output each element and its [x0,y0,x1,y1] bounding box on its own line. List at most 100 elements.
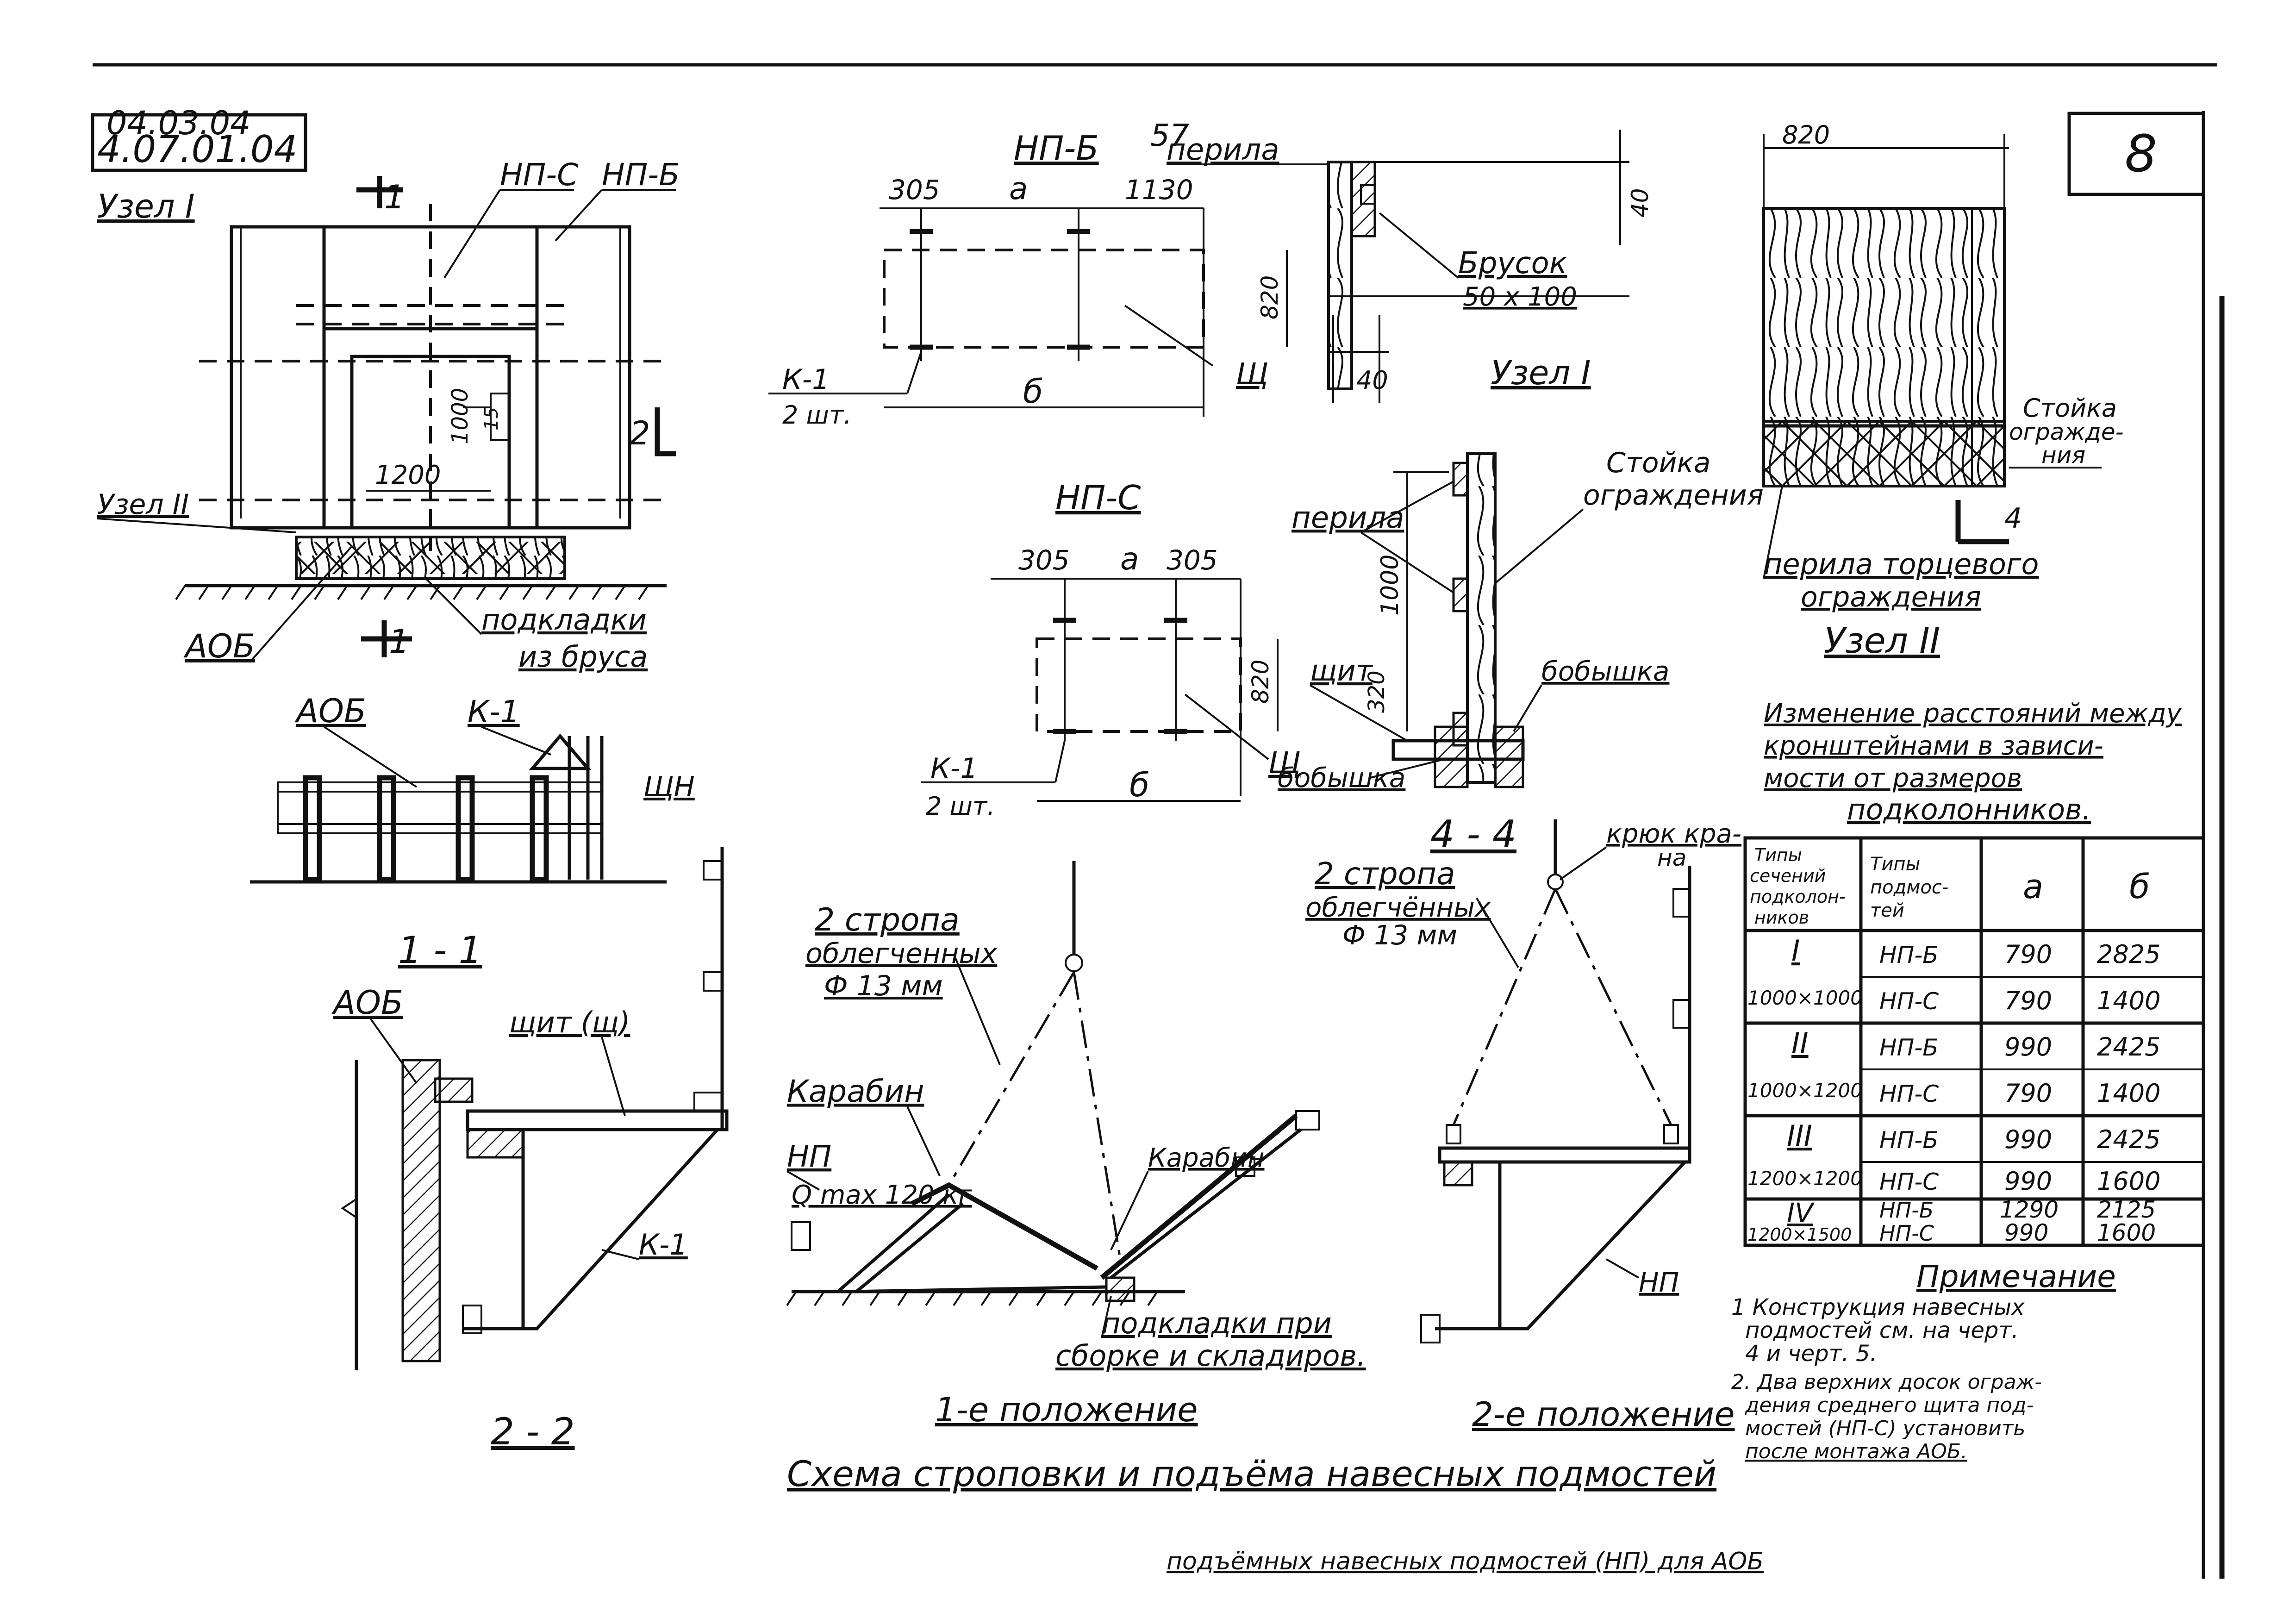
node2-detail: 820 Стойка огражде- ния 4 перила торцево… [1762,120,2124,661]
row1-b1: 2825 [2097,940,2160,969]
section-4-4-sling-3: Ф 13 мм [1342,919,1457,951]
row4-size: 1200×1500 [1747,1224,1852,1245]
node1-detail-title: Узел I [1491,353,1591,392]
sheet-number-box: 8 [2067,112,2205,196]
node1-cut1-top: 1 [384,178,405,216]
node1-cut1-bottom: 1 [389,623,410,661]
node1-plan: Узел I 1000 15 1200 НП-С НП-Б 1 1 2 [97,157,680,674]
row2-type2: НП-С [1879,1081,1939,1107]
table-header-types-scaffolds: Типы подмос- тей [1870,854,1954,921]
table-row-3: III 1200×1200 НП-Б 990 2425 НП-С 990 160… [1747,1119,2160,1196]
caption-main: Схема строповки и подъёма навесных подмо… [787,1453,1716,1494]
note-line-4: 2. Два верхних досок ограж- [1731,1370,2042,1394]
section-2-2-shield: щит (щ) [509,1006,630,1039]
row2-size: 1000×1200 [1747,1079,1863,1102]
post-skirting-1: бобышка [1541,656,1669,687]
np-s-dim-b: б [1129,766,1149,804]
row2-num: II [1791,1026,1809,1060]
row1-a1: 790 [2004,940,2052,969]
table-header-types-sections: Типы сечений подколон- ников [1750,845,1851,928]
node1-dim-15: 15 [481,407,502,431]
row3-a1: 990 [2004,1125,2052,1154]
position1-pads-1: подкладки при [1102,1306,1332,1340]
np-s-view: НП-С 305 а 305 820 б Щ К-1 2 шт. [921,478,1301,821]
post-detail: 1000 320 перила Стойка ограждения щит бо… [1278,447,1764,793]
np-b-k1-qty: 2 шт. [782,400,852,430]
table-title-4: подколонников. [1847,793,2091,826]
post-dim-320: 320 [1364,670,1390,713]
np-s-dim-820: 820 [1247,660,1274,704]
row4-b2: 1600 [2097,1219,2156,1246]
table-header-b: б [2129,867,2150,906]
node1-node2-label: Узел II [97,488,189,521]
table-row-4: IV 1200×1500 НП-Б 1290 2125 НП-С 990 160… [1747,1196,2156,1246]
node1-aob-label: АОБ [183,627,255,665]
np-s-dim-a: а [1120,541,1139,577]
node1-pads-label-2: из бруса [518,640,648,674]
np-s-k1-qty: 2 шт. [926,792,995,821]
post-post-2: ограждения [1583,479,1764,512]
position1-qmax: Q max 120 кг [792,1180,972,1210]
node2-dim-820: 820 [1782,120,1830,150]
np-b-title: НП-Б [1014,129,1099,168]
np-b-dim-820: 820 [1256,275,1283,319]
section-4-4-np: НП [1639,1267,1679,1298]
table-title-1: Изменение расстояний между [1764,699,2182,729]
np-b-k1: К-1 [782,363,830,396]
np-b-dim-a: а [1009,171,1028,206]
np-b-view: НП-Б перила 305 а 1130 820 б Щ К-1 2 шт. [768,129,1329,430]
node1-detail-dim-40-b: 40 [1356,366,1388,395]
page-mark: 57 [1150,118,1189,153]
note-block: Примечание 1 Конструкция навесных подмос… [1731,1259,2116,1463]
table-row-1: I 1000×1000 НП-Б 790 2825 НП-С 790 1400 [1747,934,2160,1015]
row1-type2: НП-С [1879,988,1939,1015]
section-2-2-k1: К-1 [639,1228,688,1262]
node1-detail: 40 40 Брусок 50 х 100 Узел I [1327,130,1653,403]
sheet-code-box: 04.03.04 4.07.01.04 [91,104,307,172]
post-dim-1000: 1000 [1376,555,1404,616]
section-2-2-title: 2 - 2 [491,1410,575,1453]
section-4-4-hook-2: на [1657,844,1686,871]
np-s-dim-305-r: 305 [1167,544,1218,576]
node1-pads-label-1: подкладки [481,603,647,637]
np-b-railing: перила [1167,133,1279,167]
np-s-k1: К-1 [930,752,978,785]
row2-type1: НП-Б [1879,1034,1939,1061]
position1-pads-2: сборке и складиров. [1055,1339,1366,1373]
position1-carabiner-2: Карабин [1148,1143,1264,1173]
node1-dim-1200: 1200 [375,460,441,490]
node1-np-b-label: НП-Б [602,157,680,193]
sheet-code: 4.07.01.04 [97,128,298,171]
node1-np-s-label: НП-С [500,157,578,193]
node1-detail-bar: Брусок [1458,246,1567,281]
note-line-3: 4 и черт. 5. [1745,1341,1877,1367]
node2-end-railing-2: ограждения [1801,581,1981,613]
node2-post-1: Стойка [2023,394,2117,423]
position1-sling-1: 2 стропа [815,902,960,938]
note-line-5: дения среднего щита под- [1745,1393,2034,1417]
section-4-4-hook-1: крюк кра- [1606,819,1741,849]
row3-b1: 2425 [2097,1125,2160,1154]
position1-sling-2: облегченных [805,937,998,970]
section-1-1-aob: АОБ [294,692,366,730]
caption-position1: 1-е положение [935,1390,1198,1429]
row4-type2: НП-С [1879,1221,1934,1246]
section-1-1-k1: К-1 [468,694,520,730]
node2-post-2: огражде- [2009,418,2124,445]
row1-type1: НП-Б [1879,942,1939,968]
section-2-2: АОБ щит (щ) К-1 2 - 2 [331,847,729,1453]
node1-dim-1000: 1000 [447,388,473,444]
row4-a2: 990 [2004,1219,2048,1246]
np-s-title: НП-С [1055,478,1141,517]
row3-num: III [1787,1119,1812,1153]
row1-num: I [1791,934,1800,968]
np-b-dim-1130: 1130 [1125,174,1193,206]
row3-b2: 1600 [2097,1167,2160,1196]
post-post-1: Стойка [1606,447,1711,479]
section-4-4: 4 - 4 крюк кра- на 2 стропа облегчённых … [1305,812,1741,1343]
note-line-2: подмостей см. на черт. [1745,1318,2019,1343]
table-title-3: мости от размеров [1764,763,2022,793]
np-b-dim-b: б [1023,373,1043,411]
spacing-table: Изменение расстояний между кронштейнами … [1743,699,2205,1247]
